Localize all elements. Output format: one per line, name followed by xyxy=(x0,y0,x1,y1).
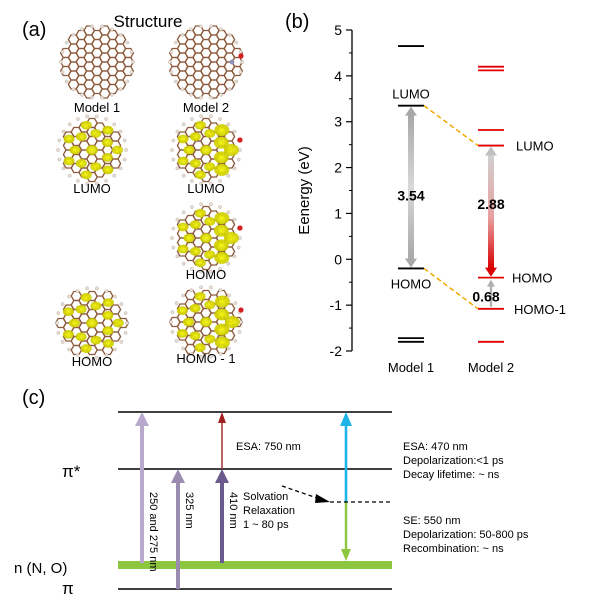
panel-c: (c) π* n (N, O) π xyxy=(14,387,529,598)
y-tick-label: 3 xyxy=(334,114,342,130)
y-tick-label: -1 xyxy=(330,297,343,313)
label-homo-model-2: HOMO xyxy=(512,271,552,286)
panel-c-label: (c) xyxy=(22,387,45,409)
y-tick-label: 0 xyxy=(334,251,342,267)
gap-arrow-model-1 xyxy=(408,114,414,260)
y-tick-label: 1 xyxy=(334,205,342,221)
y-tick-label: -2 xyxy=(330,343,343,359)
panel-a: (a) Structure Model 1 Model 2 LUMO LUMO … xyxy=(22,12,244,369)
caption-model-1: Model 1 xyxy=(74,100,120,115)
label-recombination: Recombination: ~ ns xyxy=(403,543,504,555)
homo1-arrowhead xyxy=(487,279,495,287)
label-pi: π xyxy=(62,579,74,598)
label-gap-model-2: 2.88 xyxy=(477,196,504,212)
orbital-lumo-model-1 xyxy=(56,114,128,186)
arrow-esa-470nm xyxy=(340,412,352,502)
level-n-band xyxy=(118,561,392,569)
gap-arrow-model-1-bottom xyxy=(405,258,417,268)
label-homo-model-1: HOMO xyxy=(391,276,431,291)
arrow-se-550nm xyxy=(341,502,351,561)
orbital-lumo-model-2 xyxy=(170,114,243,186)
label-depolarization-fast: Depolarization:<1 ps xyxy=(403,455,504,467)
label-410nm: 410 nm xyxy=(227,492,239,529)
y-tick-label: 4 xyxy=(334,68,342,84)
gap-arrow-model-2 xyxy=(488,154,494,269)
relaxation-arrowhead xyxy=(315,494,330,503)
caption-homo-model-2: HOMO xyxy=(186,267,226,282)
label-250-275nm: 250 and 275 nm xyxy=(147,492,159,572)
label-n-level: n (N, O) xyxy=(14,560,67,577)
y-axis-label: Eenergy (eV) xyxy=(296,146,313,234)
arrow-410nm xyxy=(215,469,229,563)
orbital-homo-minus-1-model-2 xyxy=(168,285,244,359)
label-relaxation-time: 1 ~ 80 ps xyxy=(243,519,289,531)
orbital-homo-model-2 xyxy=(170,202,243,274)
gap-arrow-model-2-bottom xyxy=(485,267,497,277)
molecule-model-2 xyxy=(168,24,244,100)
label-depolarization-slow: Depolarization: 50-800 ps xyxy=(403,529,529,541)
caption-homo-minus-1: HOMO - 1 xyxy=(176,351,235,366)
label-pi-star: π* xyxy=(62,462,81,481)
molecule-models xyxy=(54,24,244,360)
label-esa-750nm: ESA: 750 nm xyxy=(236,441,301,453)
label-homo-minus-1-model-2: HOMO-1 xyxy=(514,302,566,317)
y-tick-label: 2 xyxy=(334,160,342,176)
arrow-250-275nm xyxy=(135,412,149,563)
x-category-label: Model 1 xyxy=(388,360,434,375)
label-se-550nm: SE: 550 nm xyxy=(403,515,460,527)
caption-model-2: Model 2 xyxy=(183,100,229,115)
arrow-esa-750nm xyxy=(218,412,226,469)
orbital-homo-model-1 xyxy=(54,286,130,360)
label-decay-lifetime: Decay lifetime: ~ ns xyxy=(403,469,500,481)
molecule-model-1 xyxy=(59,24,135,100)
y-tick-label: 5 xyxy=(334,22,342,38)
label-relaxation: Relaxation xyxy=(243,505,295,517)
homo-connector xyxy=(423,267,479,310)
gap-arrow-model-2-top xyxy=(485,146,497,156)
gap-arrow-model-1-top xyxy=(405,106,417,116)
label-325nm: 325 nm xyxy=(183,492,195,529)
label-lumo-model-2: LUMO xyxy=(516,139,554,154)
panel-b-label: (b) xyxy=(285,11,309,33)
caption-lumo-model-1: LUMO xyxy=(73,181,111,196)
label-gap-model-1: 3.54 xyxy=(397,188,424,204)
label-solvation: Solvation xyxy=(243,491,288,503)
label-lumo-model-1: LUMO xyxy=(392,87,430,102)
lumo-connector xyxy=(423,105,479,147)
caption-lumo-model-2: LUMO xyxy=(187,181,225,196)
caption-homo-model-1: HOMO xyxy=(72,354,112,369)
arrow-325nm xyxy=(171,469,185,589)
x-category-label: Model 2 xyxy=(468,360,514,375)
label-gap-homo1: 0.68 xyxy=(472,288,499,304)
panel-a-title: Structure xyxy=(114,12,183,31)
label-esa-470nm: ESA: 470 nm xyxy=(403,441,468,453)
panel-a-label: (a) xyxy=(22,19,46,41)
